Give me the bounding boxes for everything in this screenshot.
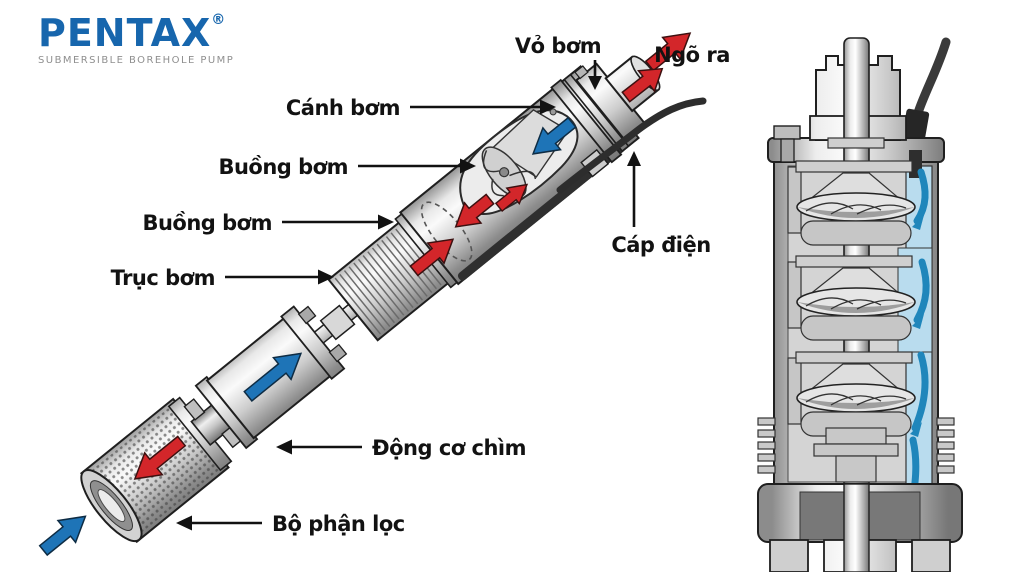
section-base [757,483,963,572]
svg-text:Cánh bơm: Cánh bơm [286,96,400,120]
cooling-ribs [757,417,955,474]
label-impeller: Cánh bơm [286,96,556,120]
brand-tagline: SUBMERSIBLE BOREHOLE PUMP [38,55,235,66]
label-pump-casing: Vỏ bơm [515,34,602,90]
coupling [183,398,244,449]
filter-strainer [80,396,233,544]
pentax-logo: PENTAX® SUBMERSIBLE BOREHOLE PUMP [38,11,235,66]
svg-text:Buồng bơm: Buồng bơm [218,155,348,179]
outlet-direction-arrow [621,67,664,103]
power-cable [556,97,707,194]
internal-flow-arrows [409,116,577,277]
svg-text:Động cơ chìm: Động cơ chìm [372,436,526,460]
label-pump-shaft: Trục bơm [111,266,334,290]
label-outlet: Ngõ ra [654,43,730,67]
brand-name: PENTAX® [38,11,226,55]
registered-mark: ® [211,12,226,28]
stage-2 [787,255,916,341]
top-collar [550,73,630,164]
svg-text:Cáp điện: Cáp điện [611,233,710,257]
submersible-motor [194,305,348,450]
label-filter-unit: Bộ phận lọc [176,512,405,536]
label-pump-chamber-lower: Buồng bơm [142,211,394,235]
svg-text:Bộ phận lọc: Bộ phận lọc [272,512,405,536]
svg-text:Ngõ ra: Ngõ ra [654,43,730,67]
callouts: Vỏ bơm Ngõ ra Cánh bơm Buồng bơm Buồng b… [111,34,731,536]
stage-1 [787,160,916,246]
svg-text:Trục bơm: Trục bơm [111,266,215,290]
outlet-flow-arrow [644,32,692,72]
motor-flow-arrow [243,352,303,402]
filter-flow-arrow [133,435,187,480]
cross-section-view [757,37,963,572]
label-power-cable: Cáp điện [611,151,711,257]
svg-text:Buồng bơm: Buồng bơm [142,211,272,235]
cable-guard [457,143,626,281]
label-pump-chamber-upper: Buồng bơm [218,155,476,179]
intake-flow-arrow [38,515,87,557]
svg-text:Vỏ bơm: Vỏ bơm [515,34,601,58]
label-submersible-motor: Động cơ chìm [276,436,526,460]
exploded-view [38,32,692,557]
section-coupling [813,427,899,483]
